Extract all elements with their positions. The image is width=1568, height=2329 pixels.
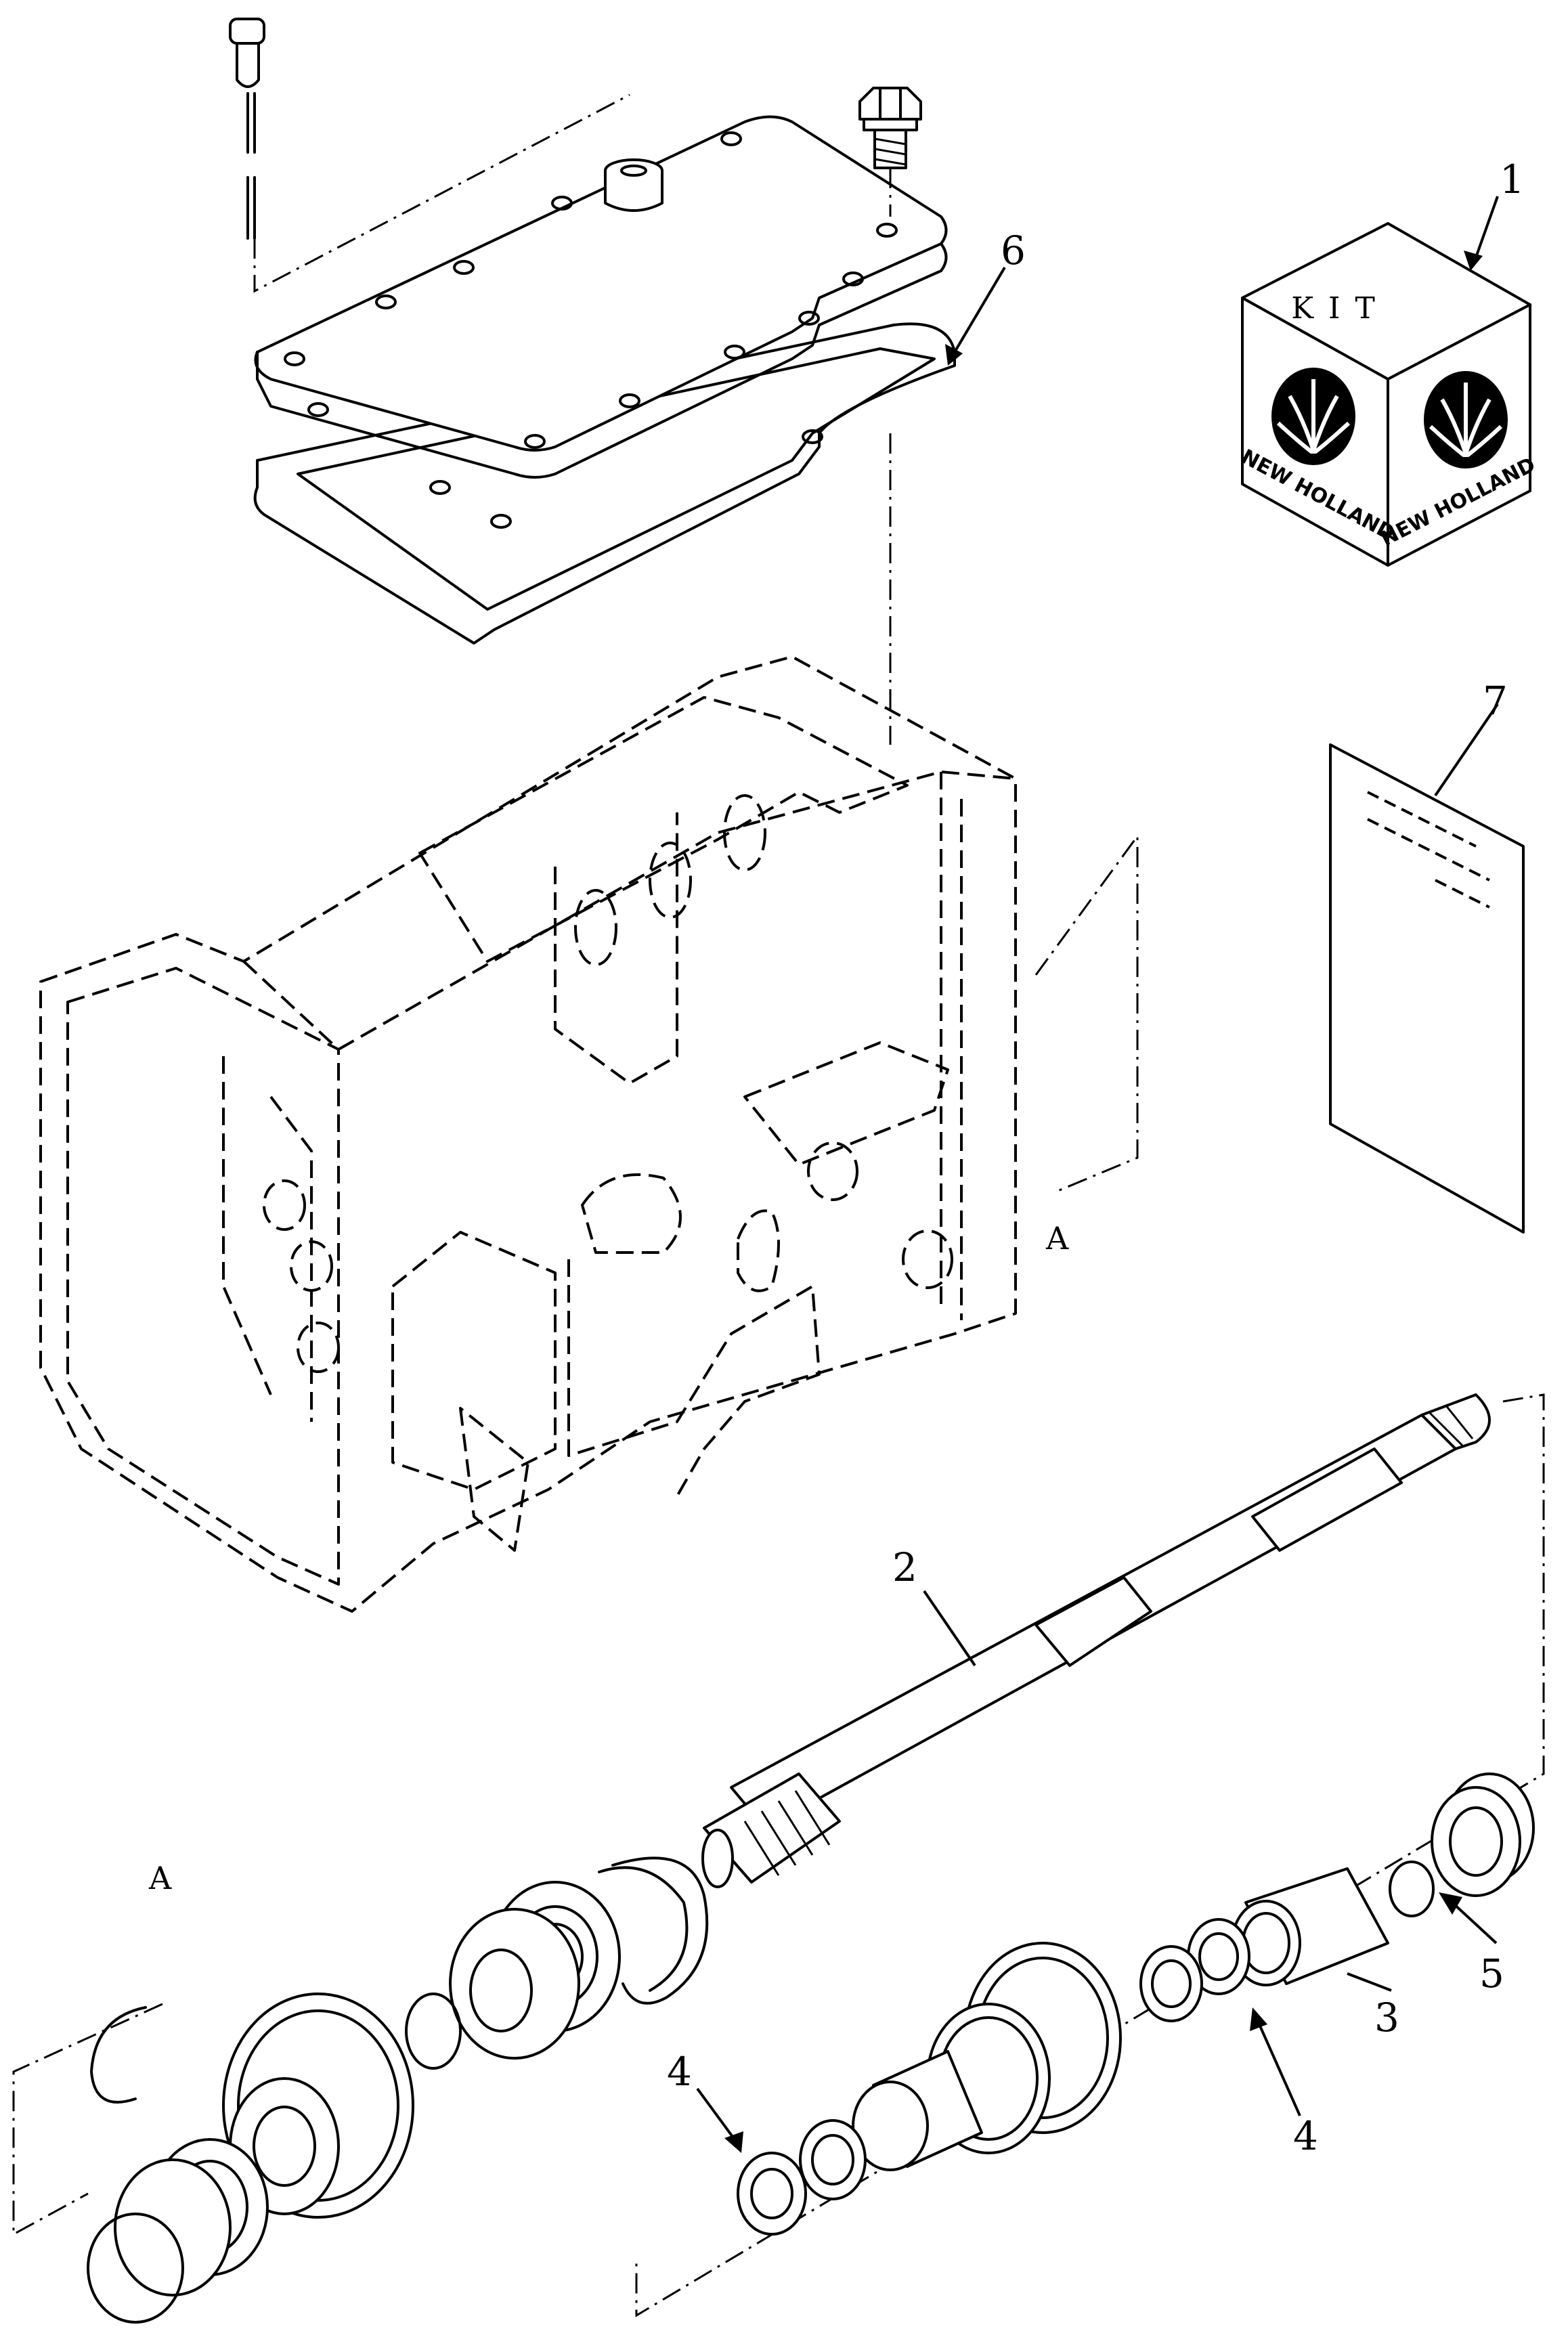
callout-1: 1 [1500,156,1525,202]
callout-3: 3 [1374,1995,1399,2041]
callout-4-left: 4 [667,2049,692,2095]
snap-ring [1389,1860,1435,1917]
sleeve [1231,1867,1389,1986]
thrust-washer-left [737,2152,807,2236]
transmission-housing [39,655,1017,1613]
needle-bearing-left [799,2119,867,2200]
callout-labels: 1 2 3 4 4 5 6 7 A A [148,156,1525,2159]
cluster-gear [852,1942,1122,2171]
callout-5: 5 [1479,1951,1504,1997]
cover-plate [254,115,948,529]
view-label-a-top: A [1045,1220,1069,1257]
cover-bolt [858,87,922,169]
callout-4-right: 4 [1293,2113,1318,2159]
plug-with-dipstick [229,18,265,240]
kit-label: KIT [1291,291,1390,326]
assembly-guide-lines [12,93,1545,2317]
needle-bearing-right [1139,1945,1203,2022]
view-label-a-bottom: A [148,1860,172,1896]
gasket [253,322,956,645]
cover-bolt-holes [284,131,898,529]
leader-lines [696,196,1499,2153]
right-bearing [1431,1772,1535,1897]
callout-7: 7 [1483,678,1508,724]
left-snap-ring-large [598,1856,709,2005]
shaft-splines [743,1404,1474,1876]
callout-6: 6 [1001,227,1026,274]
left-snap-ring-small [405,1949,533,2070]
new-holland-leaf-logo-left [1271,368,1355,465]
kit-box: KIT NEW HOLLAND NEW HOLLAND [1237,222,1540,567]
callout-2: 2 [892,1544,917,1590]
new-holland-leaf-logo-right [1424,371,1508,469]
instruction-sheet [1329,743,1525,1234]
left-end-snap-ring [87,2006,184,2324]
main-shaft [701,1393,1491,1888]
left-bearing-lower [114,2138,269,2297]
